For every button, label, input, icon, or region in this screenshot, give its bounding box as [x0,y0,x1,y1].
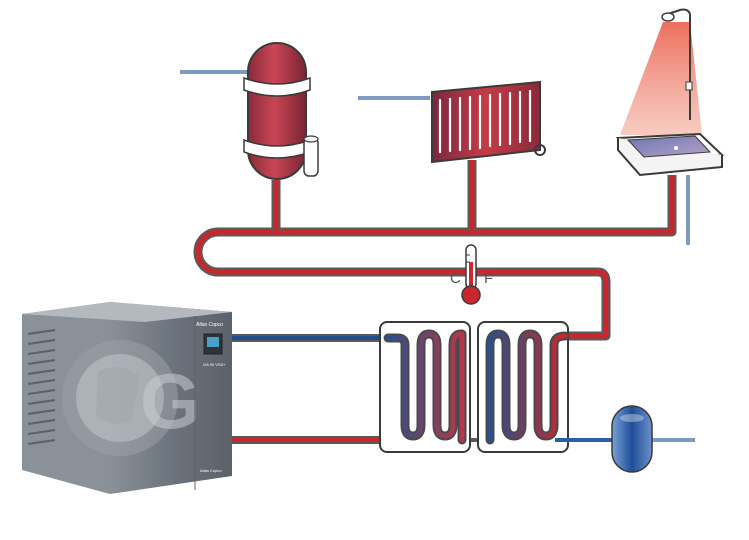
heat-exchanger-icon [379,321,570,453]
cold-water-tank-icon [555,405,695,473]
compressor-footer-brand: Atlas Copco [200,468,222,473]
compressor-model: GA 90 VSD+ [203,362,226,367]
thermometer-icon: C F [450,244,493,305]
thermometer-fahrenheit-label: F [484,270,493,287]
thermometer-celsius-label: C [450,270,461,287]
air-compressor-icon: G Atlas Copco GA 90 VSD+ Atlas Copco [22,302,232,494]
water-heater-tank-icon [243,42,319,180]
radiator-icon [431,80,546,164]
cold-inlet-lines [180,70,690,245]
compressor-brand: Atlas Copco [195,322,223,328]
shower-icon [615,8,725,177]
hot-water-loop [193,160,677,341]
compressor-letter: G [140,357,201,445]
